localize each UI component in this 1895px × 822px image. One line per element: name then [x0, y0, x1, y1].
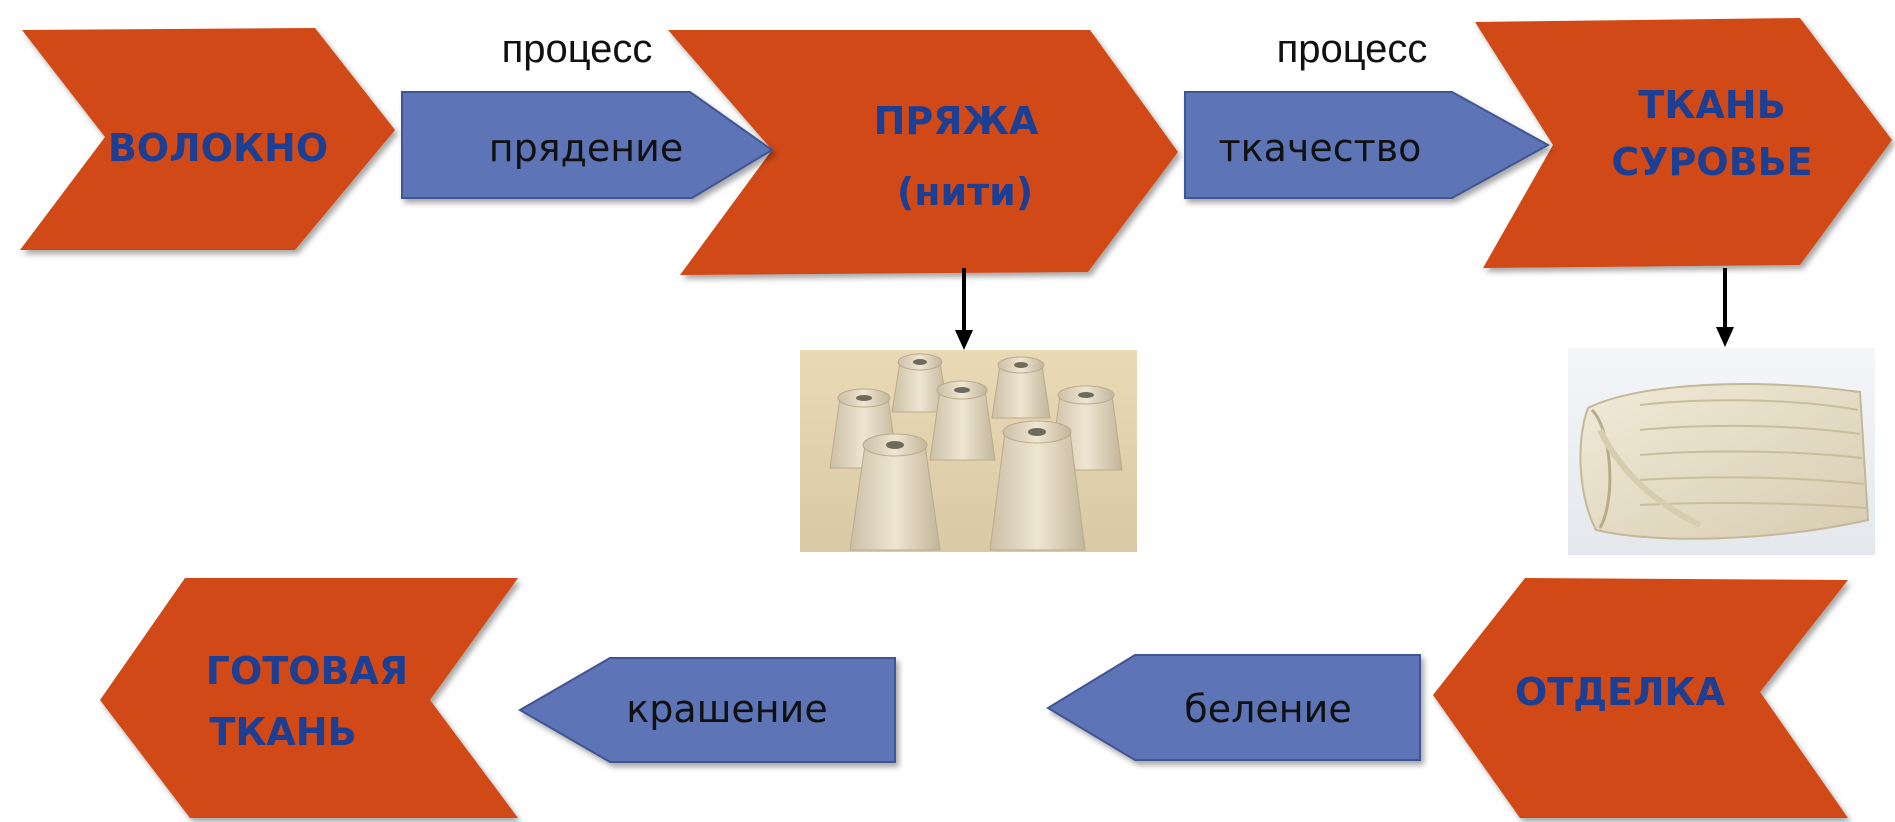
yarn-cones-photo: [800, 350, 1137, 552]
process-weaving-shape: [1184, 91, 1551, 199]
arrow-greige-down: [1716, 268, 1734, 347]
greige-fabric-roll-photo: [1568, 348, 1875, 555]
process-spinning: прядение: [401, 91, 774, 199]
stage-greige-fabric-label-2: СУРОВЬЕ: [1611, 140, 1812, 184]
stage-fiber-shape: [20, 28, 395, 250]
stage-yarn-label-1: ПРЯЖА: [874, 99, 1039, 143]
process-bleaching: беление: [1046, 654, 1421, 761]
process-dyeing: крашение: [518, 657, 896, 763]
process-dyeing-label: крашение: [626, 687, 827, 731]
stage-greige-fabric-label-1: ТКАНЬ: [1638, 83, 1785, 127]
process-caption-2: процесс: [1277, 27, 1428, 71]
process-bleaching-shape: [1046, 654, 1421, 761]
stage-greige-fabric: ТКАНЬ СУРОВЬЕ: [1475, 18, 1892, 268]
process-weaving-label: ткачество: [1219, 126, 1422, 170]
stage-finishing-label: ОТДЕЛКА: [1515, 670, 1726, 714]
stage-yarn-shape: [668, 30, 1178, 275]
stage-finishing: ОТДЕЛКА: [1433, 578, 1848, 818]
stage-finished-fabric-label-2: ТКАНЬ: [209, 710, 356, 754]
stage-greige-fabric-shape: [1475, 18, 1892, 268]
process-dyeing-shape: [518, 657, 896, 763]
stage-finished-fabric-shape: [100, 578, 518, 818]
process-weaving: ткачество: [1184, 91, 1551, 199]
arrow-yarn-down: [955, 268, 973, 350]
stage-fiber: ВОЛОКНО: [20, 28, 395, 250]
stage-finished-fabric-label-1: ГОТОВАЯ: [206, 649, 408, 693]
stage-yarn: ПРЯЖА (нити): [668, 30, 1178, 275]
stage-fiber-label: ВОЛОКНО: [108, 126, 328, 170]
stage-finishing-shape: [1433, 578, 1848, 818]
process-spinning-label: прядение: [489, 126, 683, 170]
process-spinning-shape: [401, 91, 774, 199]
stage-yarn-label-2: (нити): [897, 170, 1033, 214]
process-bleaching-label: беление: [1184, 687, 1351, 731]
process-caption-1: процесс: [502, 27, 653, 71]
stage-finished-fabric: ГОТОВАЯ ТКАНЬ: [100, 578, 518, 818]
